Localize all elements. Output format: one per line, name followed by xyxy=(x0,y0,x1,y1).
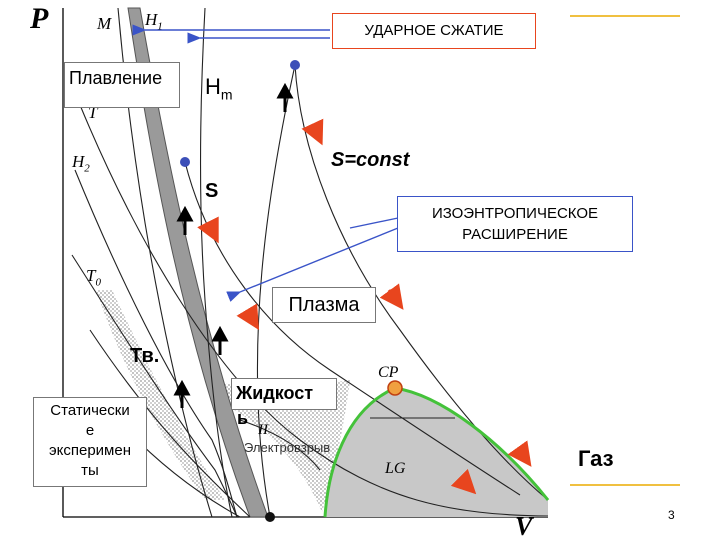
label-LG: LG xyxy=(385,460,406,477)
red-arrows xyxy=(197,118,532,495)
s-const-label: S=const xyxy=(331,149,410,171)
bottom-accent-line xyxy=(570,484,680,486)
melting-box: Плавление xyxy=(64,62,180,108)
connector-arrows xyxy=(132,24,399,302)
label-II: II xyxy=(258,422,268,438)
isentrope-point xyxy=(180,157,190,167)
isentrope-lower xyxy=(184,161,521,496)
black-arrows xyxy=(173,82,294,408)
plasma-box: Плазма xyxy=(272,287,376,323)
liquid-box-tail: ь xyxy=(237,408,249,428)
curve-Hm xyxy=(199,7,233,518)
electroexplosion-region xyxy=(212,380,350,512)
curve-H2 xyxy=(74,169,238,518)
page-number: 3 xyxy=(668,508,675,522)
label-S: S xyxy=(205,180,219,202)
label-H1: H1 xyxy=(145,10,163,33)
curve-T xyxy=(79,104,549,517)
label-M: M xyxy=(97,14,112,33)
shock-compression-box: УДАРНОЕ СЖАТИЕ xyxy=(332,13,536,49)
red-arrow-6 xyxy=(450,468,477,495)
solid-label: Тв. xyxy=(130,345,160,367)
red-arrow-5 xyxy=(507,440,532,467)
top-accent-line xyxy=(570,15,680,17)
isentropic-connector-2 xyxy=(226,227,399,302)
x-axis-label: V xyxy=(515,512,533,541)
curve-T0 xyxy=(71,254,238,518)
label-CP: CP xyxy=(378,364,399,381)
label-H2: H2 xyxy=(72,152,90,175)
isentropic-connector-1 xyxy=(349,217,399,229)
label-T0: T0 xyxy=(86,266,101,289)
liquid-box: Жидкост xyxy=(231,378,337,410)
red-arrow-3 xyxy=(236,303,260,331)
electroexplosion-label: Электровзрыв xyxy=(244,440,331,455)
two-phase-region xyxy=(325,388,548,517)
gas-label: Газ xyxy=(578,446,614,471)
red-arrow-1 xyxy=(301,118,324,146)
y-axis-label: P xyxy=(30,2,49,35)
red-arrow-4 xyxy=(379,283,404,310)
label-Hm: Hm xyxy=(205,74,233,103)
curve-II xyxy=(239,419,321,471)
curve-lower-1 xyxy=(89,329,251,518)
critical-point xyxy=(387,380,403,396)
red-arrow-2 xyxy=(197,216,219,244)
origin-point xyxy=(265,512,275,522)
static-experiments-box: Статически е эксперимен ты xyxy=(33,397,147,487)
curve-Hm-shock xyxy=(256,64,296,518)
isentropic-expansion-box: ИЗОЭНТРОПИЧЕСКОЕ РАСШИРЕНИЕ xyxy=(397,196,633,252)
label-T: T xyxy=(88,103,98,122)
shock-point xyxy=(290,60,300,70)
